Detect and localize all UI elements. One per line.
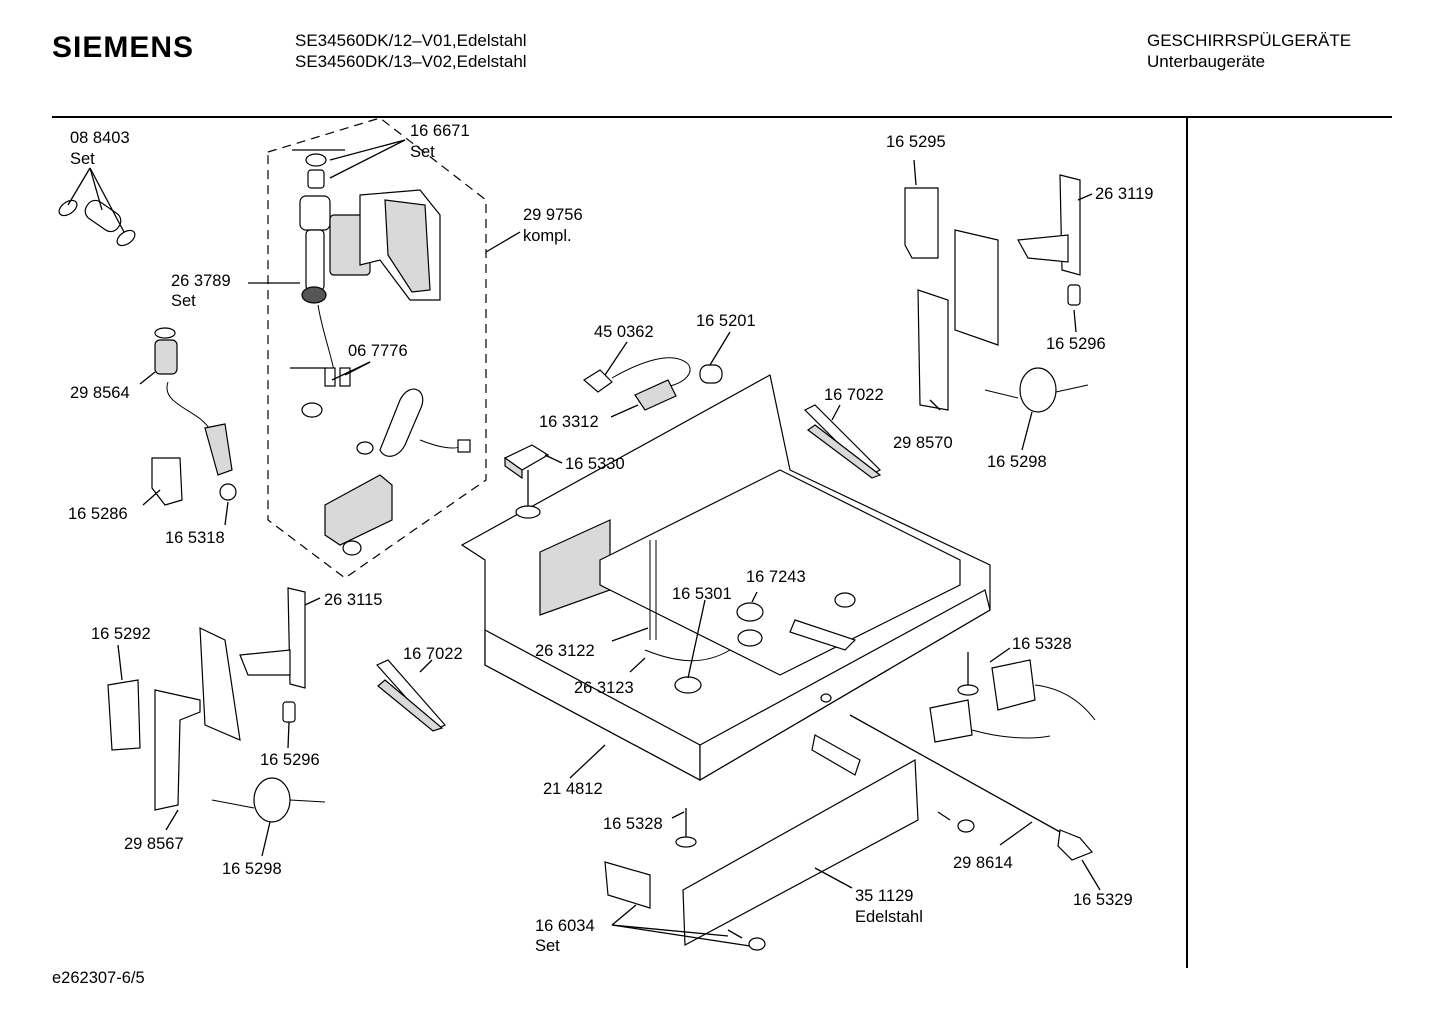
label-263119: 26 3119 (1095, 185, 1153, 203)
label-165296-left: 16 5296 (260, 751, 320, 769)
hose-sleeve-set-drawing (58, 199, 136, 247)
feet-and-front-panel-drawing (604, 652, 1096, 951)
label-166034-sub: Set (535, 937, 560, 955)
label-165330: 16 5330 (565, 455, 625, 473)
label-298564: 29 8564 (70, 384, 130, 402)
label-165286: 16 5286 (68, 505, 128, 523)
drain-hose-parts-drawing (151, 327, 237, 506)
label-167243: 16 7243 (746, 568, 806, 586)
wiring-connector-drawing (582, 357, 723, 411)
label-351129-sub: Edelstahl (855, 908, 923, 926)
label-263122: 26 3122 (535, 642, 595, 660)
drawing-id: e262307-6/5 (52, 969, 145, 987)
label-165328-front: 16 5328 (603, 815, 663, 833)
label-263123: 26 3123 (574, 679, 634, 697)
label-167022-left: 16 7022 (403, 645, 463, 663)
label-263789: 26 3789 (171, 272, 231, 290)
label-298570: 29 8570 (893, 434, 953, 452)
label-165328-right: 16 5328 (1012, 635, 1072, 653)
right-hinge-parts-drawing (904, 174, 1089, 413)
label-165298-left: 16 5298 (222, 860, 282, 878)
support-block-drawing (503, 444, 550, 519)
label-263115: 26 3115 (324, 591, 382, 609)
category-line-2: Unterbaugeräte (1147, 52, 1265, 71)
label-298567: 29 8567 (124, 835, 184, 853)
category-line-1: GESCHIRRSPÜLGERÄTE (1147, 31, 1351, 50)
label-088403: 08 8403 (70, 129, 130, 147)
label-165292: 16 5292 (91, 625, 151, 643)
label-166034: 16 6034 (535, 917, 595, 935)
leader-lines (67, 139, 1101, 947)
brand-logo: SIEMENS (52, 31, 194, 64)
spring-guide-left-drawing (376, 659, 446, 732)
spring-guide-right-drawing (803, 404, 882, 479)
label-165318: 16 5318 (165, 529, 225, 547)
model-line-1: SE34560DK/12–V01,Edelstahl (295, 31, 527, 50)
inlet-valve-assembly-drawing (299, 153, 471, 556)
base-tub-frame-drawing (460, 374, 991, 782)
label-166671: 16 6671 (410, 122, 470, 140)
label-298614: 29 8614 (953, 854, 1013, 872)
label-088403-sub: Set (70, 150, 95, 168)
label-450362: 45 0362 (594, 323, 654, 341)
label-167022-right: 16 7022 (824, 386, 884, 404)
label-299756-sub: kompl. (523, 227, 572, 245)
label-165201: 16 5201 (696, 312, 756, 330)
label-165298-right: 16 5298 (987, 453, 1047, 471)
model-line-2: SE34560DK/13–V02,Edelstahl (295, 52, 527, 71)
label-067776: 06 7776 (348, 342, 408, 360)
label-299756: 29 9756 (523, 206, 583, 224)
label-165301: 16 5301 (672, 585, 732, 603)
label-165329: 16 5329 (1073, 891, 1133, 909)
assembly-outline-dashed (267, 117, 487, 579)
left-hinge-parts-drawing (107, 587, 326, 823)
label-165295: 16 5295 (886, 133, 946, 151)
label-166671-sub: Set (410, 143, 435, 161)
label-263789-sub: Set (171, 292, 196, 310)
label-351129: 35 1129 (855, 887, 913, 905)
label-165296-right: 16 5296 (1046, 335, 1106, 353)
label-214812: 21 4812 (543, 780, 603, 798)
label-163312: 16 3312 (539, 413, 599, 431)
